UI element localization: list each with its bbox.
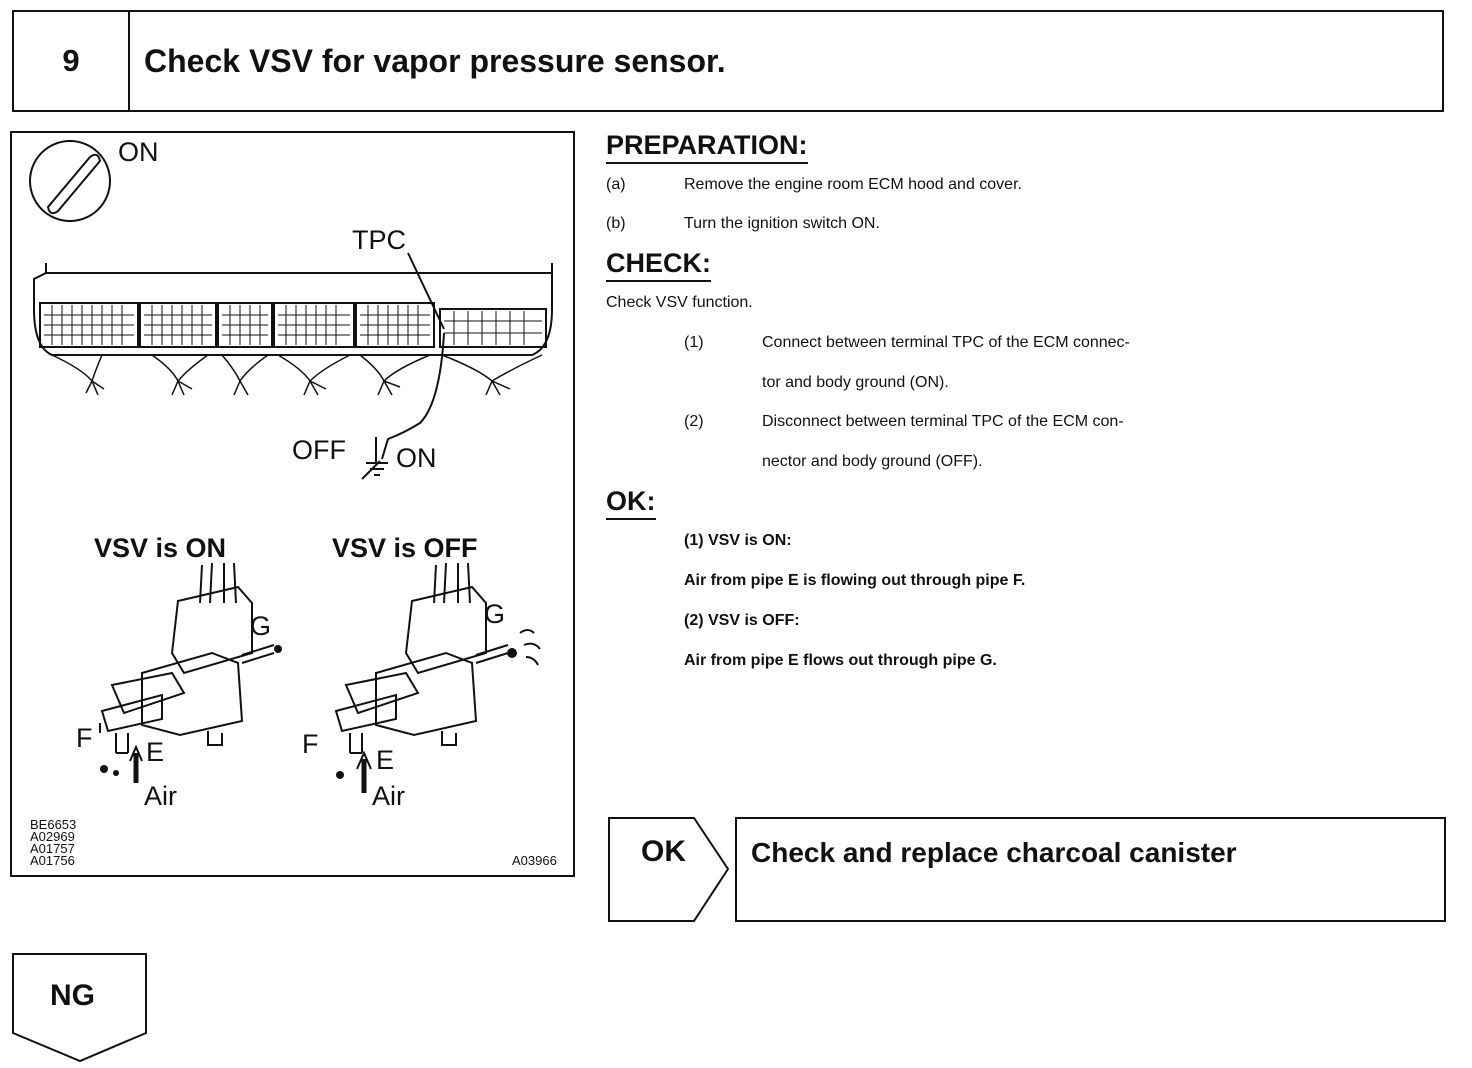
check-heading: CHECK: [606, 246, 711, 282]
vsv-on-valve-illustration [99, 562, 275, 783]
ok-result-label: OK [641, 835, 686, 868]
preparation-heading: PREPARATION: [606, 128, 808, 164]
ng-arrow-frame [12, 953, 147, 1063]
ok-heading: OK: [606, 484, 656, 520]
pipe-f-label-off: F [302, 729, 319, 759]
ng-result-box: NG [12, 953, 148, 1063]
pipe-g-label-off: G [484, 599, 506, 629]
ok-2-text: Air from pipe E flows out through pipe G… [684, 652, 997, 669]
step-number: 9 [14, 12, 130, 110]
tpc-label: TPC [352, 225, 406, 255]
prep-b-text: Turn the ignition switch ON. [684, 215, 880, 232]
air-label-off: Air [372, 781, 405, 811]
step-header: 9 Check VSV for vapor pressure sensor. [12, 10, 1444, 112]
ok-1-title: (1) VSV is ON: [684, 532, 792, 549]
prep-a-text: Remove the engine room ECM hood and cove… [684, 176, 1022, 193]
prep-a-marker: (a) [606, 176, 626, 193]
pipe-e-label-off: E [376, 745, 395, 775]
ok-2-title: (2) VSV is OFF: [684, 612, 800, 629]
ng-result-label: NG [50, 979, 95, 1012]
figure-reference-codes: BE6653 A02969 A01757 A01756 [30, 817, 77, 868]
on-label: ON [396, 443, 437, 473]
prep-b-marker: (b) [606, 215, 626, 232]
check-2-marker: (2) [684, 413, 704, 430]
ok-arrow-frame [608, 817, 1446, 922]
vsv-on-title: VSV is ON [94, 533, 227, 563]
check-2-line1: Disconnect between terminal TPC of the E… [762, 413, 1124, 430]
air-label-on: Air [144, 781, 177, 811]
figure-code: A03966 [512, 853, 557, 868]
pipe-f-label-on: F [76, 723, 93, 753]
vsv-diagram: ON TPC OFF ON VSV is ON VSV is OFF G G F… [10, 131, 575, 877]
check-1-marker: (1) [684, 334, 704, 351]
pipe-e-label-on: E [146, 737, 165, 767]
step-title: Check VSV for vapor pressure sensor. [144, 42, 726, 79]
check-1-line2: tor and body ground (ON). [762, 374, 949, 391]
vsv-off-title: VSV is OFF [332, 533, 478, 563]
ignition-on-label: ON [118, 137, 159, 167]
ok-result-text: Check and replace charcoal canister [751, 837, 1237, 868]
vsv-off-valve-illustration [334, 562, 541, 793]
pipe-g-label-on: G [250, 611, 272, 641]
check-2-line2: nector and body ground (OFF). [762, 453, 983, 470]
check-intro: Check VSV function. [606, 294, 753, 311]
ok-1-text: Air from pipe E is flowing out through p… [684, 572, 1026, 589]
off-label: OFF [292, 435, 346, 465]
ok-result-box: OK Check and replace charcoal canister [608, 817, 1446, 923]
ignition-switch-icon [29, 140, 111, 222]
ecm-connector-illustration [29, 140, 553, 793]
check-1-line1: Connect between terminal TPC of the ECM … [762, 334, 1130, 351]
